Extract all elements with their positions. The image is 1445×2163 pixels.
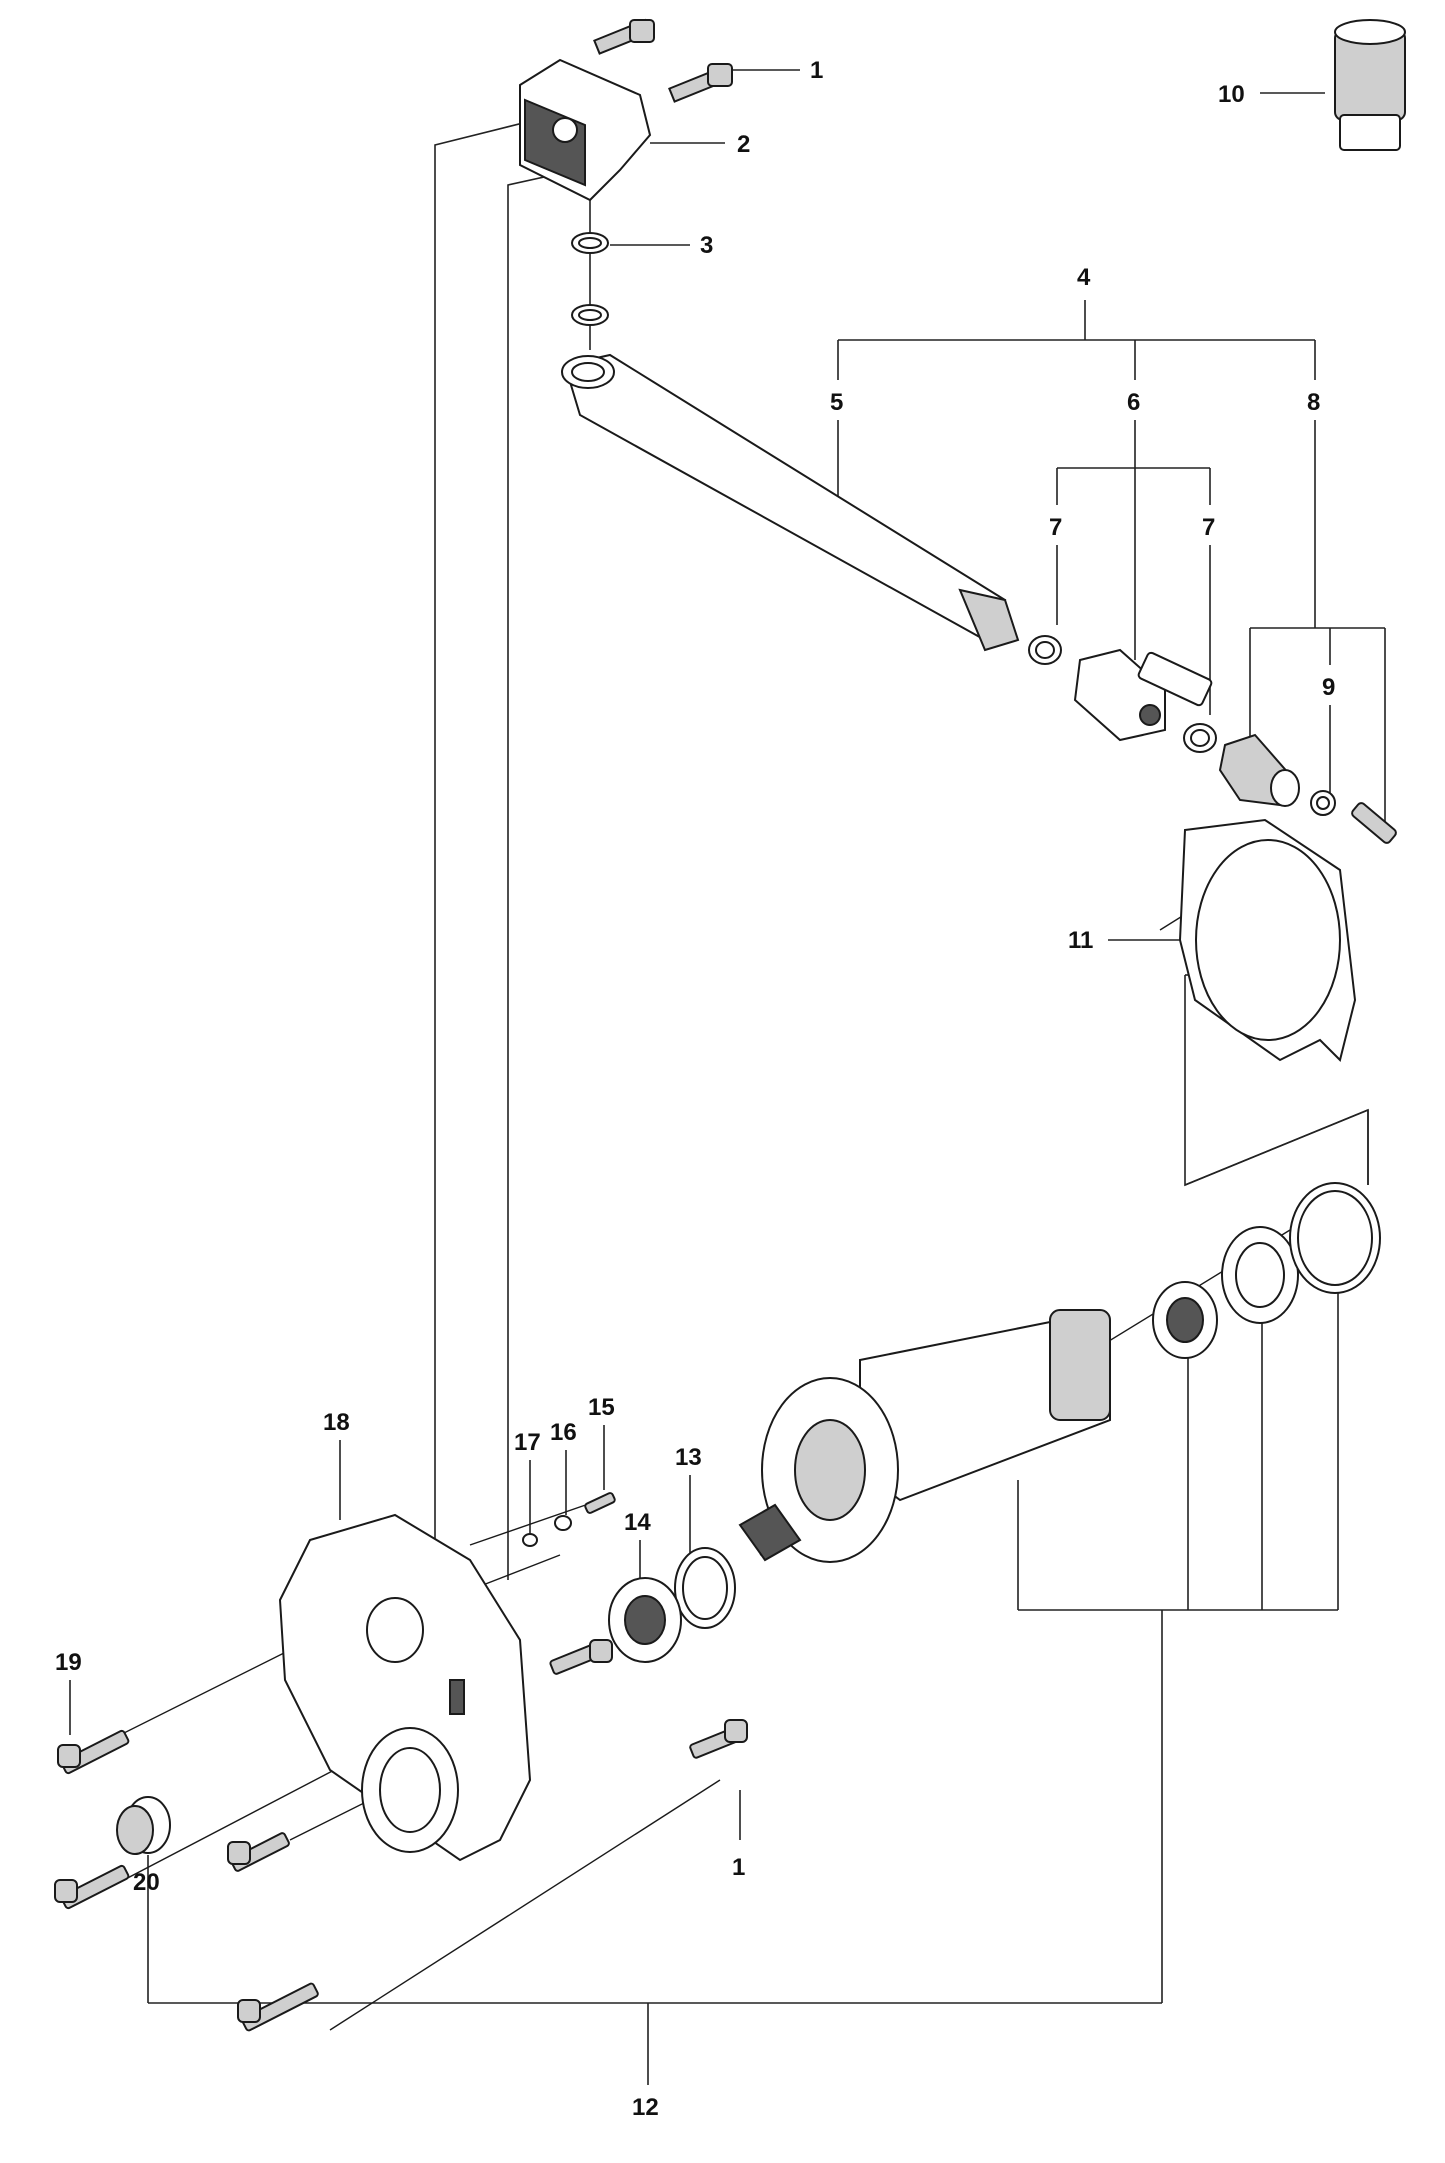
sleeve-right: [1221, 1226, 1299, 1324]
washer-7-left: [1028, 635, 1062, 665]
nozzle-10: [1334, 19, 1406, 151]
callout-11: 11: [1068, 927, 1093, 954]
callout-2: 2: [737, 131, 750, 158]
callout-3: 3: [700, 232, 713, 259]
valve-6: [1073, 648, 1213, 742]
callout-12: 12: [632, 2094, 659, 2121]
callout-7-left: 7: [1049, 514, 1062, 541]
screw-15: [584, 1492, 616, 1514]
screw-left-inner: [227, 1832, 290, 1872]
callout-1-top: 1: [810, 57, 823, 84]
callout-4: 4: [1077, 264, 1091, 291]
shield-11: [1178, 818, 1357, 1062]
bearing-right: [1152, 1281, 1218, 1359]
leader-lines: [69, 69, 1386, 2085]
mounting-block-2: [519, 58, 652, 202]
callout-13: 13: [675, 1444, 702, 1471]
callout-19: 19: [55, 1649, 82, 1676]
callout-18: 18: [323, 1409, 350, 1436]
callout-1-bottom: 1: [732, 1854, 745, 1881]
o-ring-right: [1289, 1182, 1381, 1294]
callout-5: 5: [830, 389, 843, 416]
callout-16: 16: [550, 1419, 577, 1446]
callout-6: 6: [1127, 389, 1140, 416]
callout-7-right: 7: [1202, 514, 1215, 541]
callout-15: 15: [588, 1394, 615, 1421]
washer-17: [522, 1533, 538, 1547]
callout-20: 20: [133, 1869, 160, 1896]
washer-9: [1310, 790, 1336, 816]
screw-1-bottom: [689, 1719, 748, 1759]
callout-17: 17: [514, 1429, 541, 1456]
o-rings-3: [571, 232, 609, 326]
callout-8: 8: [1307, 389, 1320, 416]
washer-7-right: [1183, 723, 1217, 753]
coupling-8: [1218, 733, 1300, 807]
end-cover-18: [278, 1513, 532, 1862]
callout-9: 9: [1322, 674, 1335, 701]
callout-labels: 1 2 3 4 5 6 8 7 7 9 10 11 12 13 14 15 16…: [55, 57, 1335, 2121]
screw-1-top: [593, 18, 733, 103]
washer-16: [554, 1515, 572, 1531]
screw-center: [549, 1639, 613, 1675]
water-pipe-5: [561, 353, 1020, 652]
callout-14: 14: [624, 1509, 651, 1536]
bearing-14: [608, 1577, 682, 1663]
screw-bottom: [237, 1982, 319, 2032]
circlip-13: [674, 1547, 736, 1629]
screw-left-mid: [54, 1864, 130, 1910]
screw-8: [1351, 802, 1397, 844]
cap-20: [116, 1796, 171, 1855]
rotor: [738, 1309, 1111, 1563]
callout-10: 10: [1218, 81, 1245, 108]
screw-19: [57, 1729, 130, 1775]
